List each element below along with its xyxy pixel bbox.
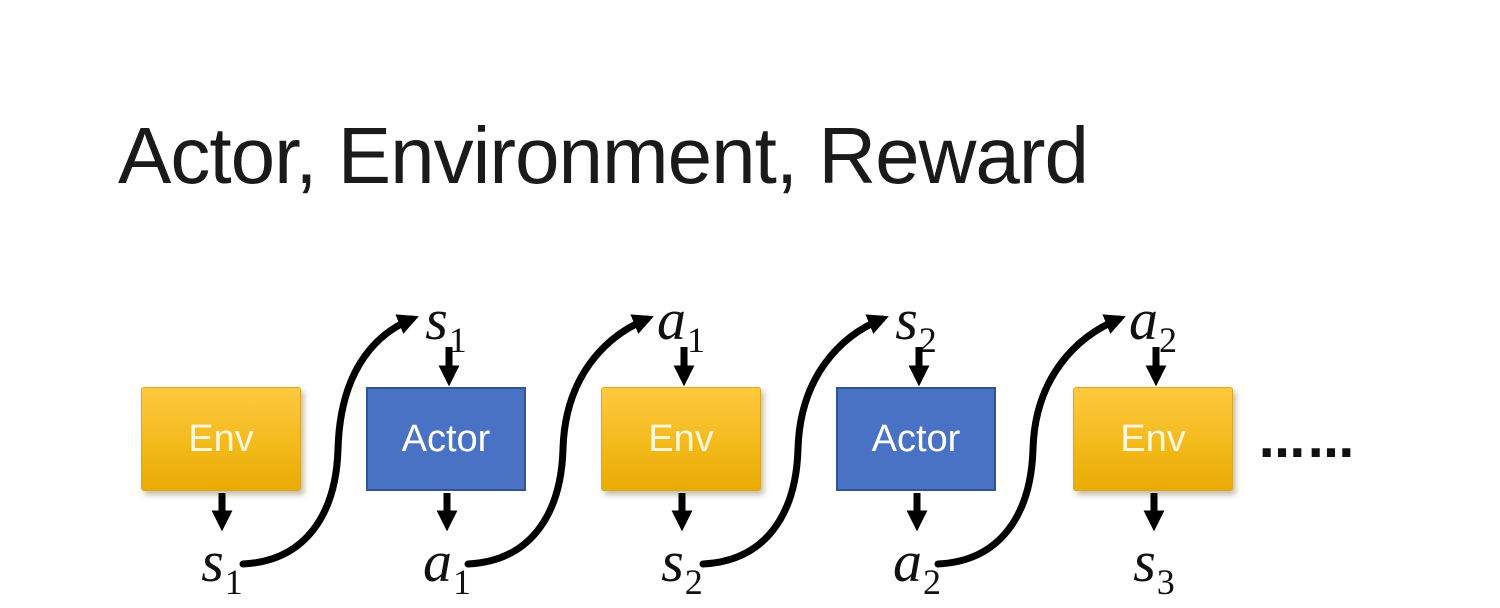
top-label-s1: s1 [425, 287, 467, 360]
env-box-2-label: Env [648, 417, 714, 460]
env-box-2: Env [601, 387, 761, 491]
top-label-s2: s2 [895, 287, 937, 360]
env-box-1: Env [141, 387, 301, 491]
env-box-3-label: Env [1120, 417, 1186, 460]
env-box-1-label: Env [188, 417, 254, 460]
bottom-label-s3: s3 [1133, 529, 1175, 602]
continuation-dots: …… [1259, 414, 1357, 468]
top-label-a2: a2 [1129, 287, 1177, 360]
actor-box-1-label: Actor [401, 417, 491, 460]
bottom-label-a1: a1 [423, 529, 471, 602]
top-label-a1: a1 [657, 287, 705, 360]
page-title: Actor, Environment, Reward [118, 111, 1089, 200]
actor-box-2-label: Actor [871, 417, 961, 460]
bottom-label-a2: a2 [893, 529, 941, 602]
actor-box-1: Actor [366, 387, 526, 491]
bottom-label-s2: s2 [661, 529, 703, 602]
bottom-label-s1: s1 [201, 529, 243, 602]
env-box-3: Env [1073, 387, 1233, 491]
actor-box-2: Actor [836, 387, 996, 491]
